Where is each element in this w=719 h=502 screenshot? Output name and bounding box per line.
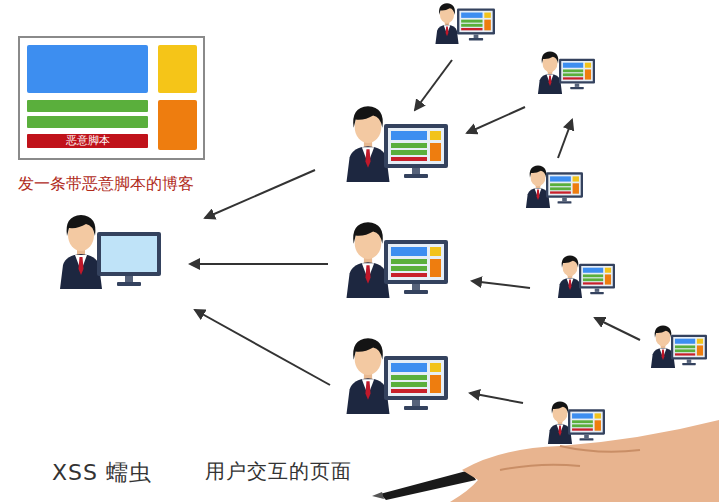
victim-user: [346, 106, 389, 182]
attacker-monitor: [97, 232, 161, 286]
victim-monitor: [559, 59, 595, 89]
users: [60, 3, 707, 444]
victim-monitor: [568, 409, 605, 440]
diagram-title-note: XSS 蠕虫: [52, 458, 152, 488]
diagram-subtitle-note: 用户交互的页面: [205, 458, 352, 485]
hand-with-pen: [372, 420, 719, 502]
attacker-user: [60, 215, 102, 289]
victim-monitor: [384, 240, 448, 294]
victim-monitor: [579, 264, 615, 294]
spread-arrows: [190, 60, 640, 403]
victim-monitor: [457, 8, 495, 40]
blog-heading: 发一条带恶意脚本的博客: [18, 174, 194, 195]
victim-user: [558, 255, 582, 298]
victim-monitor: [384, 356, 448, 410]
node-text: 恶意脚本: [66, 134, 110, 148]
malicious-script-bar: 恶意脚本: [27, 134, 148, 148]
victim-monitor: [671, 335, 707, 365]
webpage-blocks: [18, 36, 205, 160]
victim-monitor: [384, 124, 448, 178]
victim-user: [346, 222, 389, 298]
victim-user: [435, 3, 458, 44]
victim-monitor: [546, 172, 583, 203]
victim-user: [538, 51, 562, 94]
victim-user: [346, 338, 389, 414]
webpage-mockup: 发一条带恶意脚本的博客恶意脚本: [18, 36, 205, 160]
